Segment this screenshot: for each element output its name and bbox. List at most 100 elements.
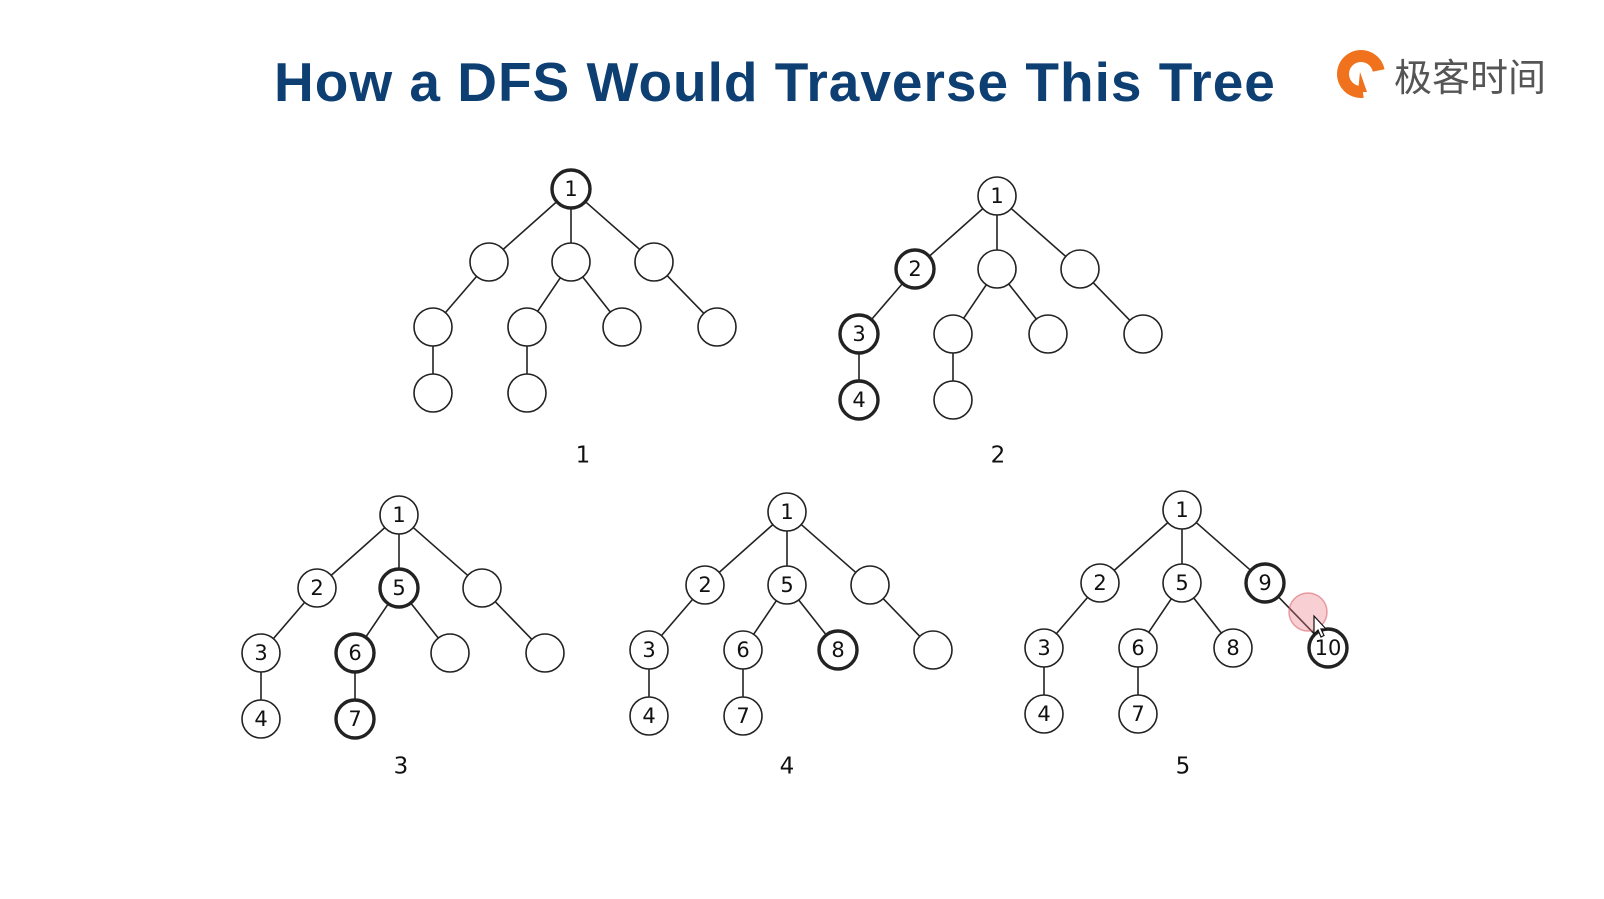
tree-node (525, 633, 565, 673)
tree-node-label: 2 (908, 257, 921, 281)
tree-node-label: 7 (348, 707, 361, 731)
tree-node-label: 2 (1093, 571, 1106, 595)
tree-edge (1193, 597, 1222, 634)
tree-edge (928, 208, 984, 257)
tree-edge (494, 601, 533, 640)
tree-node-label: 1 (1175, 498, 1188, 522)
tree-node-label: 1 (564, 177, 577, 201)
tree-node-visited (1244, 562, 1286, 604)
tree-node-label: 8 (831, 638, 844, 662)
brand-logo: 极客时间 (1334, 44, 1546, 104)
tree-node-visited (1307, 627, 1349, 669)
step-caption: 4 (780, 754, 795, 780)
step-caption: 1 (576, 443, 591, 469)
tree-node (1162, 563, 1202, 603)
tree-node (430, 633, 470, 673)
tree-node (933, 380, 973, 420)
tree-node-label: 3 (254, 641, 267, 665)
tree-node-visited (550, 168, 592, 210)
tree-edge (536, 277, 562, 312)
dfs-step-2: 1 2 3 4 2 (838, 176, 1163, 469)
tree-node (1024, 628, 1064, 668)
tree-node-label: 2 (698, 573, 711, 597)
tree-node-label: 4 (1037, 702, 1050, 726)
tree-edge (330, 527, 386, 576)
tree-edge (1008, 283, 1037, 320)
dfs-step-1: 11 (413, 168, 737, 469)
mouse-pointer-icon (1288, 592, 1328, 638)
tree-node (507, 373, 547, 413)
tree-node-label: 4 (852, 388, 865, 412)
tree-edge (1113, 522, 1169, 571)
brand-name: 极客时间 (1394, 55, 1547, 100)
tree-edge (412, 526, 469, 577)
tree-node-visited (334, 698, 376, 740)
tree-edge (718, 524, 774, 573)
tree-node-visited (817, 629, 859, 671)
step-caption: 2 (991, 443, 1006, 469)
tree-node (241, 699, 281, 739)
tree-node (933, 314, 973, 354)
cursor-arrow (1313, 614, 1328, 638)
tree-node-label: 5 (780, 573, 793, 597)
tree-node-label: 6 (736, 638, 749, 662)
tree-edge (666, 275, 705, 314)
tree-node (723, 630, 763, 670)
tree-node-label: 7 (1131, 702, 1144, 726)
tree-edge (364, 603, 390, 638)
tree-edge (584, 200, 641, 251)
tree-node (1162, 490, 1202, 530)
tree-node-visited (894, 248, 936, 290)
tree-node-label: 4 (642, 704, 655, 728)
tree-edge (410, 602, 439, 639)
tree-node-visited (838, 313, 880, 355)
tree-node-label: 3 (642, 638, 655, 662)
tree-node (767, 565, 807, 605)
tree-edge (1147, 598, 1173, 633)
tree-node-label: 5 (392, 576, 405, 600)
tree-node (1028, 314, 1068, 354)
tree-node-visited (838, 379, 880, 421)
tree-node (767, 492, 807, 532)
tree-node (723, 696, 763, 736)
step-caption: 5 (1176, 754, 1191, 780)
tree-edge (502, 201, 558, 250)
tree-edge (1277, 596, 1316, 635)
tree-edge (1010, 207, 1067, 258)
tree-edge (1195, 521, 1252, 572)
tree-edge (1092, 282, 1131, 321)
tree-node (1118, 628, 1158, 668)
tree-edge (798, 599, 827, 636)
tree-node-label: 8 (1226, 636, 1239, 660)
tree-node (1123, 314, 1163, 354)
tree-node-label: 4 (254, 707, 267, 731)
tree-node (1118, 694, 1158, 734)
tree-node-label: 6 (1131, 636, 1144, 660)
tree-edge (444, 275, 478, 314)
tree-edge (272, 601, 306, 640)
tree-node-label: 3 (852, 322, 865, 346)
geektime-logo-icon (1337, 50, 1386, 101)
tree-node (629, 630, 669, 670)
tree-node (629, 696, 669, 736)
tree-edge (882, 598, 921, 637)
tree-node-visited (334, 632, 376, 674)
tree-node (241, 633, 281, 673)
tree-node (977, 249, 1017, 289)
tree-node (413, 307, 453, 347)
tree-node-label: 2 (310, 576, 323, 600)
tree-node (469, 242, 509, 282)
tree-node (507, 307, 547, 347)
tree-node-label: 9 (1258, 571, 1271, 595)
slide-title: How a DFS Would Traverse This Tree (274, 51, 1276, 113)
tree-node-label: 1 (990, 184, 1003, 208)
tree-node (1213, 628, 1253, 668)
tree-node-visited (378, 567, 420, 609)
tree-edge (582, 276, 611, 313)
tree-node (462, 568, 502, 608)
tree-edge (962, 284, 988, 319)
tree-node (379, 495, 419, 535)
